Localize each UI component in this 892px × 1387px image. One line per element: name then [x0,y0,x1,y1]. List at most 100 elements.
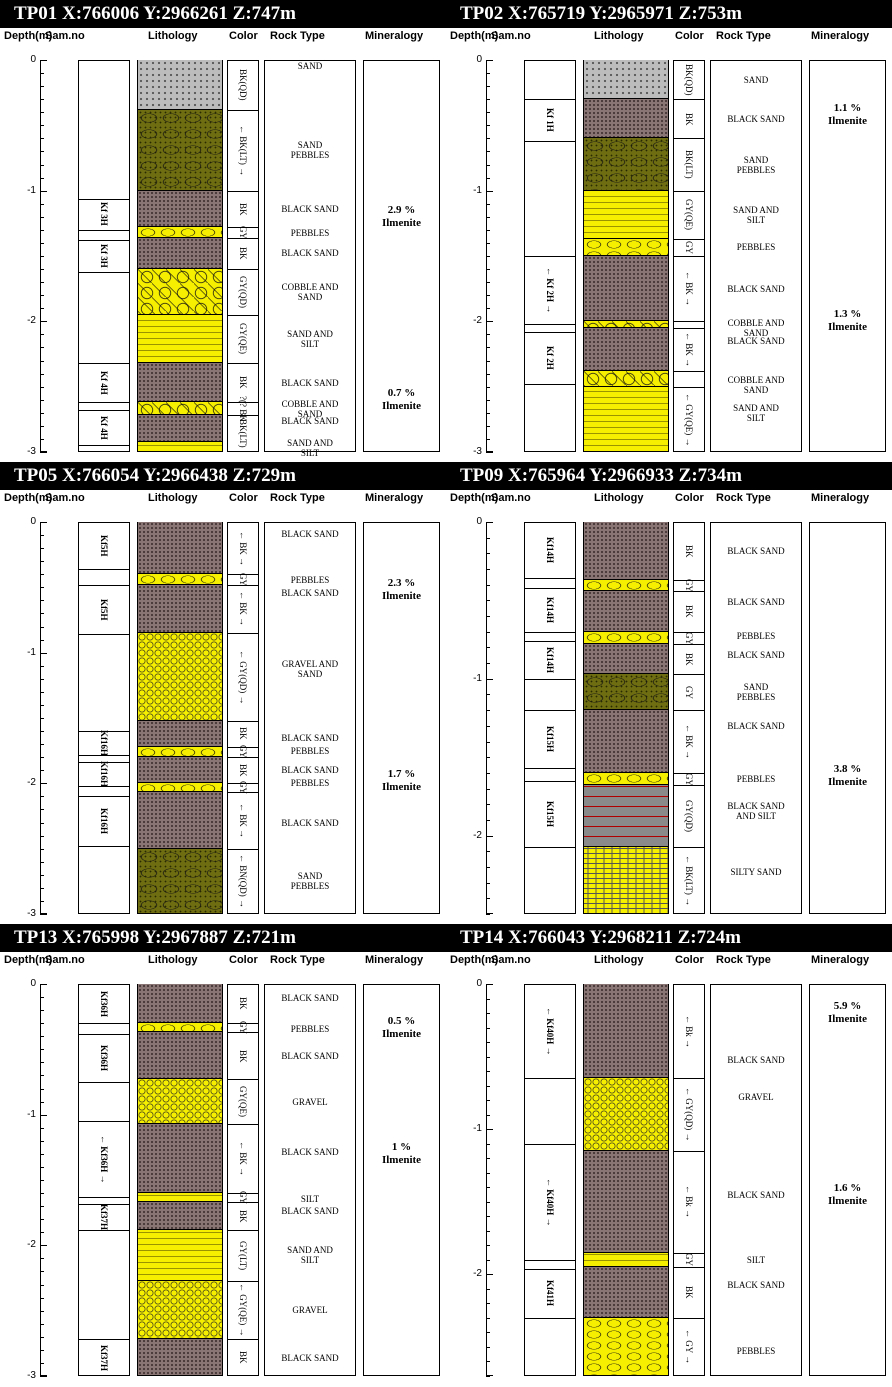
depth-tick [40,452,47,453]
sample-divider [78,1229,130,1231]
depth-tick [486,678,493,680]
depth-tick [486,553,490,555]
depth-label: 0 [476,54,482,65]
color-divider [227,363,259,365]
depth-tick [40,783,47,785]
sample-label: Kf36H [99,1044,109,1071]
depth-tick [486,1259,490,1261]
color-label: GY(QD) [684,799,694,832]
depth-tick [40,1062,44,1064]
lithology-layer-cobble [584,321,668,328]
color-label: BK [684,544,694,558]
sample-divider [78,410,130,412]
rock-type-label: BLACK SAND [281,528,339,539]
depth-tick [40,438,44,440]
sample-column [78,60,130,452]
color-column [673,522,705,914]
panel-title: TP01 X:766006 Y:2966261 Z:747m [0,0,446,28]
rock-type-label: BLACK SAND [281,732,339,743]
lithology-layer-blacksand [584,1267,668,1318]
color-divider [227,1079,259,1081]
lithology-layer-pebbles-yellow [584,239,668,256]
mineralogy-label: 0.7 % Ilmenite [381,386,422,412]
rock-type-label: BLACK SAND [281,993,339,1004]
color-label: BK [238,763,248,777]
rock-type-label: GRAVEL [292,1096,328,1107]
lithology-layer-silt [138,1193,222,1203]
depth-axis [486,522,493,914]
color-label: ← GY(QE) → [684,392,694,447]
sample-label [78,230,130,240]
depth-tick [40,269,44,271]
sample-label: Kf5H [99,598,109,621]
sample-label: ← Kf40H → [545,1006,555,1056]
lithology-layer-blacksand [138,363,222,403]
depth-tick [486,308,490,310]
rock-type-label: BLACK SAND [281,1352,339,1363]
depth-label: -1 [473,184,482,196]
depth-tick [486,360,490,362]
lithology-layer-cobble [138,269,222,315]
depth-tick [40,138,44,140]
color-label: ← BK → [238,1140,248,1176]
depth-tick [486,452,493,453]
rock-type-label: SAND PEBBLES [736,682,776,703]
depth-tick [486,804,490,806]
depth-tick [486,295,490,297]
depth-tick [40,997,44,999]
sample-divider [78,1196,130,1198]
sample-label: Kf 4H [99,415,109,440]
rock-type-label: GRAVEL AND SAND [281,658,339,679]
depth-label: -1 [473,672,482,684]
depth-tick [486,269,490,271]
depth-tick [40,1180,44,1181]
depth-tick [40,613,44,615]
mineral-column [809,522,886,914]
rock-type-label: BLACK SAND [727,1189,785,1200]
lithology-layer-gravel [138,1280,222,1340]
color-divider [673,1317,705,1319]
panel-title: TP09 X:765964 Y:2966933 Z:734m [446,462,892,490]
color-label: BK [238,376,248,389]
color-label: GY [684,631,694,645]
depth-tick [40,1166,44,1168]
sample-divider [78,846,130,848]
lithology-layer-silt [138,441,222,452]
depth-tick [40,1088,44,1090]
color-divider [673,674,705,676]
sample-label [78,846,130,914]
lithology-layer-blacksand [138,1339,222,1376]
sample-label: ← Kf40H → [545,1177,555,1227]
color-label: BK(QD) [238,69,248,101]
sample-label [524,679,576,710]
depth-tick [40,125,44,127]
depth-tick [40,874,44,876]
depth-tick [486,425,490,427]
color-label: GY [684,579,694,592]
depth-tick [486,866,490,868]
depth-tick [40,1075,44,1077]
depth-tick [40,99,44,101]
color-divider [227,1202,259,1204]
color-label: GY [238,1021,248,1035]
color-divider [673,138,705,140]
sample-header: Sam.no [45,30,85,42]
depth-tick [40,822,44,824]
depth-tick [486,125,490,127]
sample-column [524,522,576,914]
sample-label [524,847,576,914]
depth-tick [40,561,44,563]
color-label: ?(? BK [238,396,248,422]
color-divider [673,321,705,323]
depth-tick [486,1245,490,1247]
color-header: Color [675,30,704,42]
rock-column [264,60,356,452]
lithology-layer-blacksand [138,1202,222,1230]
color-label: BK [238,247,248,260]
rock-column [264,522,356,914]
color-label: BK [238,997,248,1010]
rock-type-label: SAND AND SILT [287,1245,333,1266]
panel-title: TP13 X:765998 Y:2967887 Z:721m [0,924,446,952]
